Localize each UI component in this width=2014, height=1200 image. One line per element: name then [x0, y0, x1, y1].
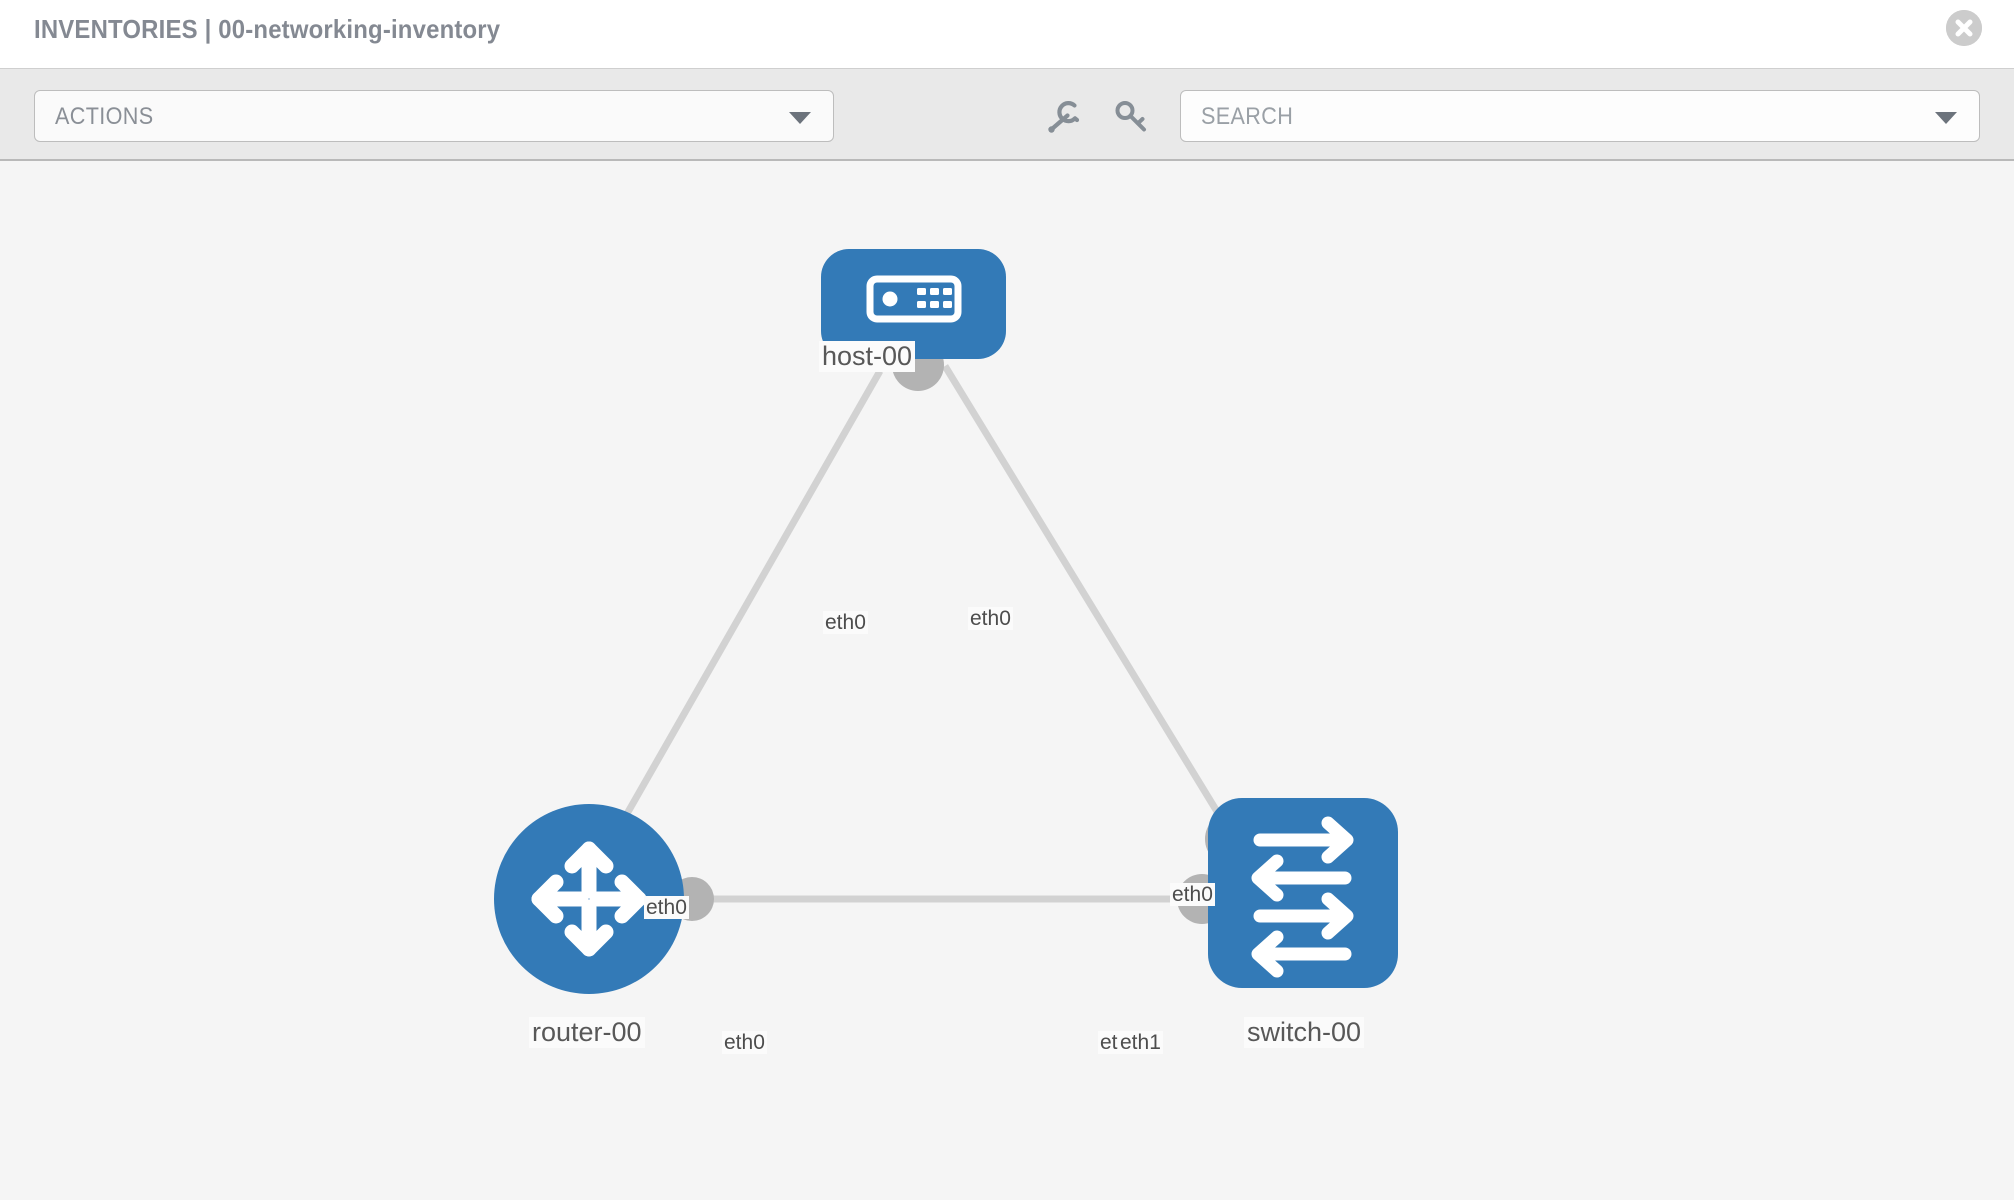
search-input[interactable]: SEARCH — [1180, 90, 1980, 142]
page-header: INVENTORIES | 00-networking-inventory — [0, 0, 2014, 68]
link-host-router[interactable] — [596, 369, 884, 863]
node-label-router-00: router-00 — [529, 1017, 645, 1049]
page-title: INVENTORIES | 00-networking-inventory — [34, 14, 501, 44]
link-host-switch[interactable] — [942, 364, 1238, 843]
port-label: eth0 — [722, 1031, 767, 1055]
chevron-down-icon[interactable] — [1935, 112, 1957, 124]
actions-dropdown-label: ACTIONS — [55, 103, 154, 130]
port-label: eth0 — [968, 607, 1013, 631]
actions-dropdown[interactable]: ACTIONS — [34, 90, 834, 142]
chevron-down-icon — [789, 112, 811, 124]
node-label-switch-00: switch-00 — [1244, 1017, 1365, 1049]
node-switch-00[interactable] — [1208, 798, 1398, 988]
port-label: eth1 — [1118, 1031, 1163, 1055]
topology-port-nubs — [670, 339, 1259, 924]
toolbar: ACTIONS SEARCH — [0, 68, 2014, 161]
topology-graph — [494, 249, 1398, 994]
port-label: eth0 — [644, 896, 689, 920]
topology-links — [596, 364, 1238, 903]
node-label-host-00: host-00 — [819, 341, 916, 373]
node-router-00[interactable] — [494, 804, 684, 994]
search-placeholder: SEARCH — [1201, 103, 1294, 130]
wrench-icon[interactable] — [1043, 97, 1083, 137]
topology-canvas[interactable]: host-00 router-00 switch-00 eth0 eth0 et… — [0, 161, 2014, 1200]
key-icon[interactable] — [1111, 97, 1151, 137]
node-host-00[interactable] — [821, 249, 1006, 359]
port-label: eth0 — [823, 611, 868, 635]
close-icon[interactable] — [1946, 10, 1982, 46]
port-label: eth0 — [1170, 883, 1215, 907]
